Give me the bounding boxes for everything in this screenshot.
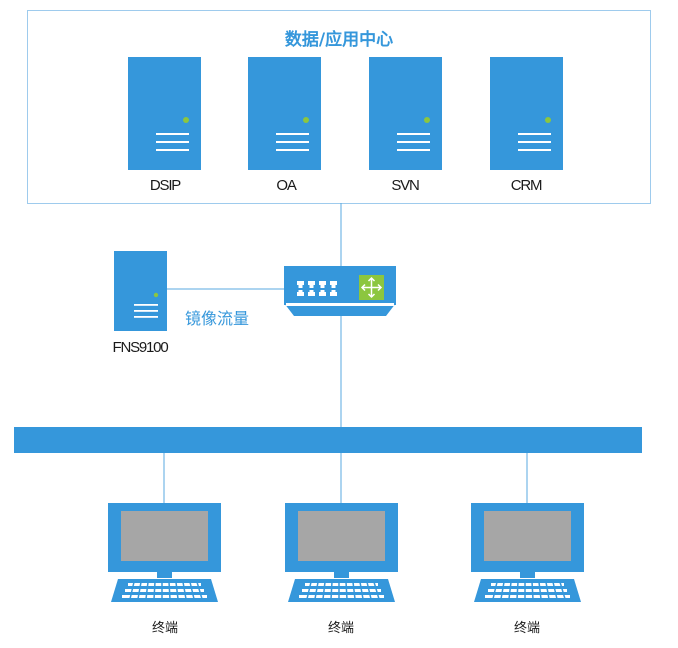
server-crm — [490, 57, 563, 170]
server-label-oa: OA — [276, 177, 296, 194]
server-status-light-icon — [183, 117, 189, 123]
switch-base-icon — [284, 303, 396, 316]
monitor-screen — [121, 511, 208, 561]
server-label-crm: CRM — [511, 177, 542, 194]
server-icon — [369, 57, 442, 170]
terminal-label-3: 终端 — [514, 620, 540, 636]
terminal-label-2: 终端 — [328, 620, 354, 636]
switch — [284, 266, 396, 316]
server-status-light-icon — [153, 292, 159, 298]
terminal-3 — [471, 503, 584, 602]
terminal-label-1: 终端 — [152, 620, 178, 636]
datacenter-title: 数据/应用中心 — [285, 29, 393, 50]
server-icon — [114, 251, 167, 331]
server-label-dsip: DSIP — [150, 177, 181, 194]
monitor-server-label: FNS9100 — [113, 339, 169, 356]
server-status-light-icon — [303, 117, 309, 123]
monitor-screen — [298, 511, 385, 561]
server-icon — [248, 57, 321, 170]
monitor-screen — [484, 511, 571, 561]
server-label-svn: SVN — [391, 177, 419, 194]
terminal-2 — [285, 503, 398, 602]
server-oa — [248, 57, 321, 170]
server-status-light-icon — [424, 117, 430, 123]
switch-ports-icon — [297, 281, 337, 296]
terminal-1 — [108, 503, 221, 602]
server-icon — [490, 57, 563, 170]
monitor-server — [114, 251, 167, 331]
network-backbone-bar — [14, 427, 642, 453]
server-icon — [128, 57, 201, 170]
datacenter-frame — [27, 10, 651, 204]
connection-lines — [163, 203, 528, 503]
server-dsip — [128, 57, 201, 170]
server-status-light-icon — [545, 117, 551, 123]
mirror-traffic-label: 镜像流量 — [185, 309, 249, 328]
server-svn — [369, 57, 442, 170]
